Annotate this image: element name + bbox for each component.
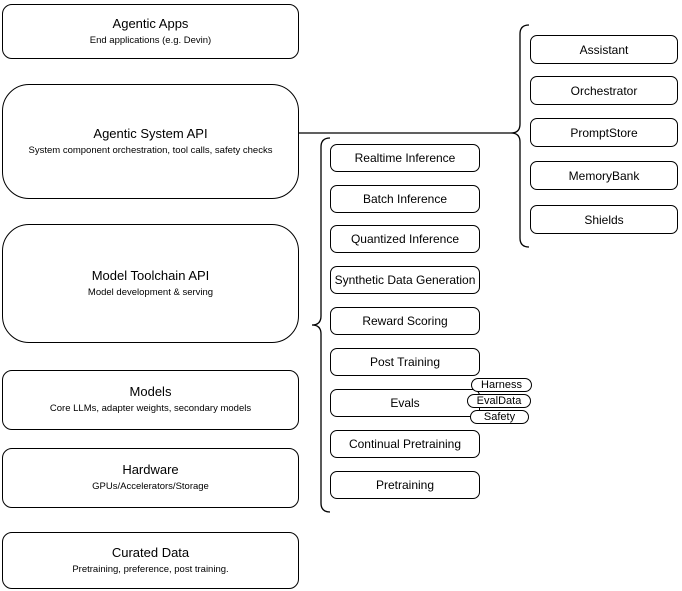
evals-tag-evaldata: EvalData xyxy=(467,394,531,408)
toolchain-item-post-training: Post Training xyxy=(330,348,480,376)
toolchain-item-reward-scoring: Reward Scoring xyxy=(330,307,480,335)
node-subtitle: Model development & serving xyxy=(87,286,214,298)
toolchain-item-pretraining: Pretraining xyxy=(330,471,480,499)
node-title: Models xyxy=(129,384,172,400)
evals-tag-harness: Harness xyxy=(471,378,532,392)
node-title: Curated Data xyxy=(111,544,190,560)
node-agentic-apps: Agentic Apps End applications (e.g. Devi… xyxy=(2,4,299,59)
toolchain-item-batch-inference: Batch Inference xyxy=(330,185,480,213)
component-assistant: Assistant xyxy=(530,35,678,64)
toolchain-item-evals: Evals xyxy=(330,389,480,417)
component-shields: Shields xyxy=(530,205,678,234)
node-subtitle: GPUs/Accelerators/Storage xyxy=(92,481,209,493)
node-subtitle: Pretraining, preference, post training. xyxy=(72,563,229,575)
node-title: Agentic System API xyxy=(93,125,208,141)
node-subtitle: Core LLMs, adapter weights, secondary mo… xyxy=(49,403,252,415)
node-title: Model Toolchain API xyxy=(91,267,210,283)
component-orchestrator: Orchestrator xyxy=(530,76,678,105)
toolchain-item-continual-pretraining: Continual Pretraining xyxy=(330,430,480,458)
node-agentic-system-api: Agentic System API System component orch… xyxy=(2,84,299,199)
component-memorybank: MemoryBank xyxy=(530,161,678,190)
evals-tag-safety: Safety xyxy=(470,410,529,424)
node-subtitle: End applications (e.g. Devin) xyxy=(89,34,212,46)
toolchain-item-synthetic-data-generation: Synthetic Data Generation xyxy=(330,266,480,294)
node-title: Agentic Apps xyxy=(112,15,189,31)
toolchain-brace xyxy=(311,137,331,513)
toolchain-item-quantized-inference: Quantized Inference xyxy=(330,225,480,253)
node-models: Models Core LLMs, adapter weights, secon… xyxy=(2,370,299,430)
toolchain-item-realtime-inference: Realtime Inference xyxy=(330,144,480,172)
node-curated-data: Curated Data Pretraining, preference, po… xyxy=(2,532,299,589)
node-title: Hardware xyxy=(122,462,179,478)
node-subtitle: System component orchestration, tool cal… xyxy=(28,144,273,156)
component-promptstore: PromptStore xyxy=(530,118,678,147)
node-hardware: Hardware GPUs/Accelerators/Storage xyxy=(2,448,299,508)
node-model-toolchain-api: Model Toolchain API Model development & … xyxy=(2,224,299,343)
components-brace xyxy=(510,24,530,248)
